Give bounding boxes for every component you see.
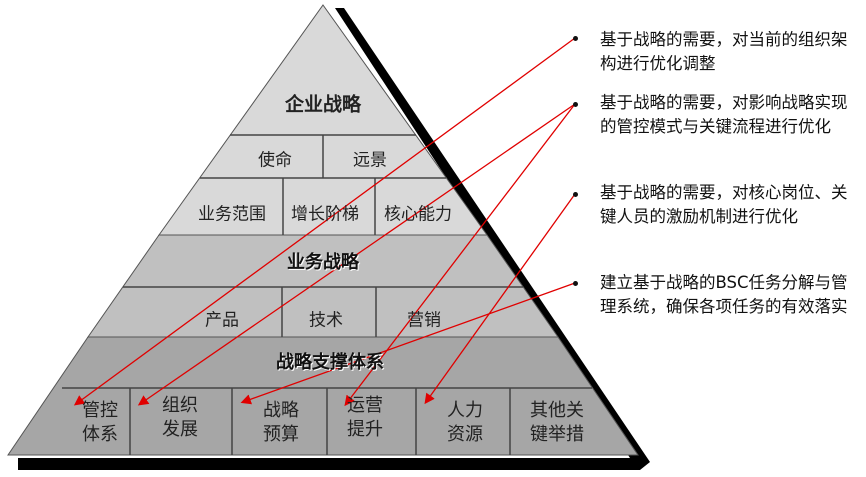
support-system-label: 战略支撑体系 (276, 352, 384, 373)
core-competence-label: 核心能力 (384, 204, 452, 225)
arrow-to-hr (424, 193, 576, 405)
arrow-to-operations (344, 103, 576, 407)
other-key-measures-cell: 其他关键举措 (530, 400, 584, 445)
bullet-org-structure: 基于战略的需要，对当前的组织架构进行优化调整 (600, 30, 848, 73)
arrow-to-budget (240, 282, 576, 405)
business-strategy-label: 业务战略 (287, 252, 359, 273)
growth-ladder-label: 增长阶梯 (291, 204, 359, 225)
pyramid-bottom-section (7, 336, 639, 456)
bullet-control-process: 基于战略的需要，对影响战略实现的管控模式与关键流程进行优化 (600, 93, 848, 136)
arrow-to-org-development (137, 103, 576, 406)
bullet-dot (573, 192, 578, 197)
arrow-to-control-system (73, 37, 576, 406)
product-label: 产品 (205, 310, 239, 331)
technology-label: 技术 (309, 310, 343, 331)
control-system-cell: 管控体系 (82, 400, 118, 445)
bullet-dot (573, 102, 578, 107)
marketing-label: 营销 (407, 310, 441, 331)
bullet-dot (573, 36, 578, 41)
bullet-dot (573, 281, 578, 286)
operations-improvement-cell: 运营提升 (347, 395, 383, 440)
vision-label: 远景 (353, 150, 387, 171)
mission-label: 使命 (258, 150, 292, 171)
human-resources-cell: 人力资源 (447, 400, 483, 445)
business-scope-label: 业务范围 (198, 204, 266, 225)
corporate-strategy-label: 企业战略 (284, 93, 362, 116)
strategic-budget-cell: 战略预算 (263, 400, 299, 445)
pyramid-dividers (62, 134, 592, 455)
bullet-bsc: 建立基于战略的BSC任务分解与管理系统，确保各项任务的有效落实 (600, 273, 848, 316)
org-development-cell: 组织发展 (162, 395, 198, 440)
bullet-incentive: 基于战略的需要，对核心岗位、关键人员的激励机制进行优化 (600, 183, 848, 226)
